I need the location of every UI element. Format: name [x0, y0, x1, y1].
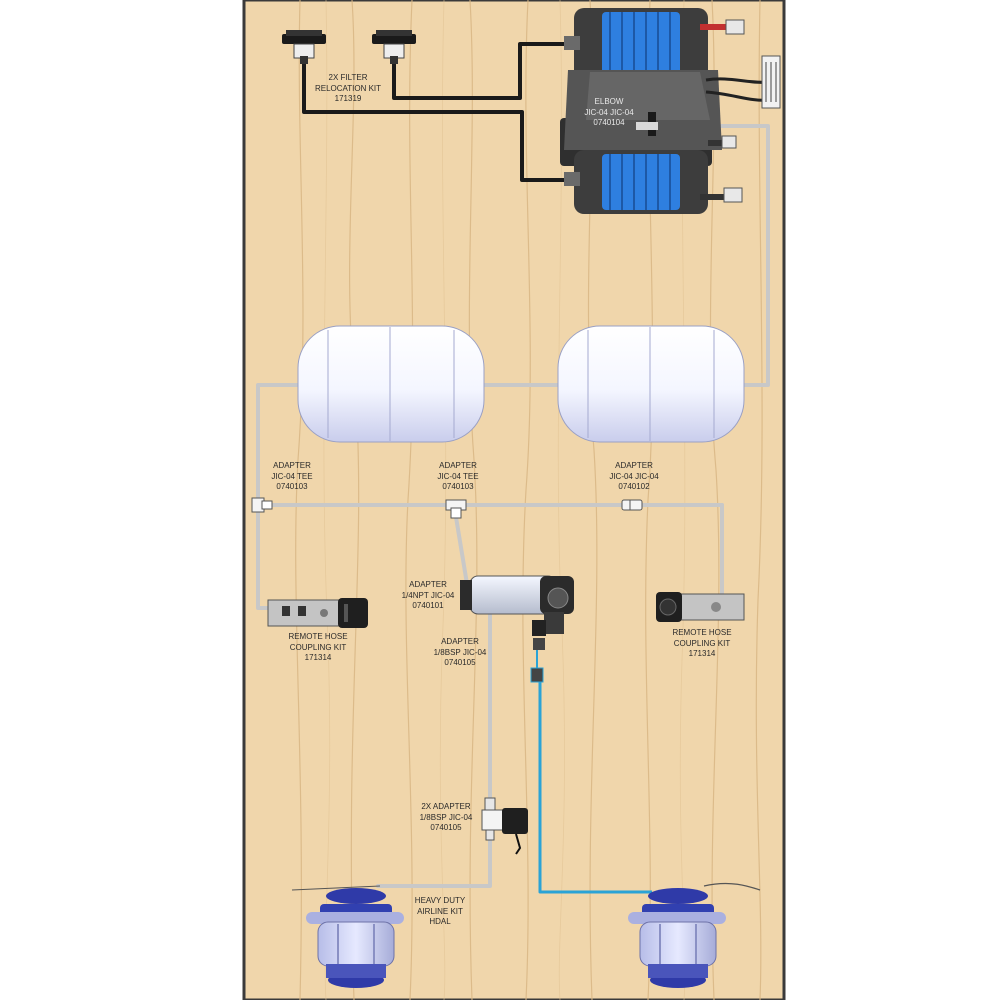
elbow-label: ELBOW JIC-04 JIC-04 0740104 [584, 97, 633, 129]
adapter-tee-left-label: ADAPTER JIC-04 TEE 0740103 [271, 461, 312, 493]
adapter-right-label-line-3: 0740102 [609, 482, 658, 493]
adapter-tee-left-label-line-1: ADAPTER [271, 461, 312, 472]
hose-left-label-line-1: REMOTE HOSE [288, 632, 347, 643]
hose-right-label-line-1: REMOTE HOSE [672, 628, 731, 639]
elbow-label-line-1: ELBOW [584, 97, 633, 108]
airline-kit-label-line-1: HEAVY DUTY [415, 896, 465, 907]
union-fitting-icon [622, 500, 642, 510]
adapter-npt-label-line-3: 0740101 [402, 601, 455, 612]
lower-motor [564, 150, 708, 214]
adapter-tee-mid-label-line-2: JIC-04 TEE [437, 472, 478, 483]
adapter-right-label-line-1: ADAPTER [609, 461, 658, 472]
adapter-tee-mid-label-line-3: 0740103 [437, 482, 478, 493]
hose-coupling-icon [656, 592, 744, 622]
adapter-npt-label-line-2: 1/4NPT JIC-04 [402, 591, 455, 602]
hose-right-label-line-3: 171314 [672, 649, 731, 660]
elbow-label-line-3: 0740104 [584, 118, 633, 129]
hose-right-label: REMOTE HOSE COUPLING KIT 171314 [672, 628, 731, 660]
adapter-2x-label-line-1: 2X ADAPTER [420, 802, 473, 813]
adapter-2x-label-line-3: 0740105 [420, 823, 473, 834]
elbow-label-line-2: JIC-04 JIC-04 [584, 108, 633, 119]
adapter-tee-mid-label-line-1: ADAPTER [437, 461, 478, 472]
adapter-bsp-label-line-1: ADAPTER [434, 637, 487, 648]
filter-kit-label-line-1: 2X FILTER [315, 73, 381, 84]
filter-kit-label: 2X FILTER RELOCATION KIT 171319 [315, 73, 381, 105]
air-tank-icon [298, 326, 484, 442]
air-tank-icon [558, 326, 744, 442]
adapter-tee-mid-label: ADAPTER JIC-04 TEE 0740103 [437, 461, 478, 493]
filter-kit-label-line-2: RELOCATION KIT [315, 84, 381, 95]
adapter-2x-label: 2X ADAPTER 1/8BSP JIC-04 0740105 [420, 802, 473, 834]
hose-coupling-icon [268, 598, 368, 628]
airline-kit-label-line-2: AIRLINE KIT [415, 907, 465, 918]
adapter-tee-left-label-line-3: 0740103 [271, 482, 312, 493]
airline-kit-label-line-3: HDAL [415, 917, 465, 928]
adapter-right-label-line-2: JIC-04 JIC-04 [609, 472, 658, 483]
filter-kit-label-line-3: 171319 [315, 94, 381, 105]
adapter-bsp-label: ADAPTER 1/8BSP JIC-04 0740105 [434, 637, 487, 669]
adapter-2x-label-line-2: 1/8BSP JIC-04 [420, 813, 473, 824]
adapter-npt-label: ADAPTER 1/4NPT JIC-04 0740101 [402, 580, 455, 612]
adapter-right-label: ADAPTER JIC-04 JIC-04 0740102 [609, 461, 658, 493]
adapter-tee-left-label-line-2: JIC-04 TEE [271, 472, 312, 483]
hose-left-label-line-2: COUPLING KIT [288, 643, 347, 654]
hose-left-label-line-3: 171314 [288, 653, 347, 664]
adapter-npt-label-line-1: ADAPTER [402, 580, 455, 591]
adapter-bsp-label-line-3: 0740105 [434, 658, 487, 669]
hose-left-label: REMOTE HOSE COUPLING KIT 171314 [288, 632, 347, 664]
adapter-bsp-label-line-2: 1/8BSP JIC-04 [434, 648, 487, 659]
airline-kit-label: HEAVY DUTY AIRLINE KIT HDAL [415, 896, 465, 928]
hose-right-label-line-2: COUPLING KIT [672, 639, 731, 650]
